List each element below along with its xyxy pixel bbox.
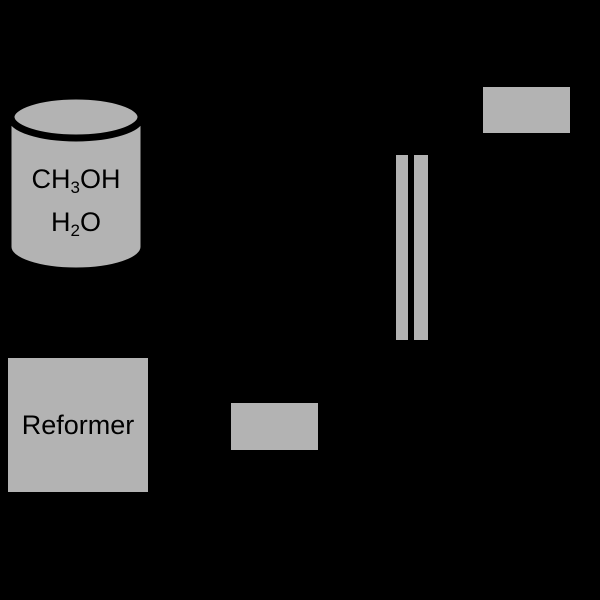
fuel-cell-plate-left	[396, 155, 408, 340]
box-top-right	[483, 87, 570, 133]
tank-label: CH3OH H2O	[4, 162, 148, 248]
formula-water: H2O	[4, 205, 148, 248]
formula-water-post: O	[79, 207, 101, 237]
tank-body-shape	[8, 115, 144, 271]
box-bottom-center	[231, 403, 318, 450]
reformer-box: Reformer	[8, 358, 148, 492]
formula-methanol-sub: 3	[70, 178, 80, 197]
fuel-cell-plate-right	[414, 155, 428, 340]
formula-methanol-pre: CH	[31, 164, 71, 194]
reformer-label: Reformer	[21, 409, 135, 440]
methanol-water-tank	[7, 92, 145, 271]
formula-water-pre: H	[51, 207, 71, 237]
formula-methanol-post: OH	[79, 164, 121, 194]
formula-methanol: CH3OH	[4, 162, 148, 205]
tank-top-ellipse	[7, 92, 145, 142]
formula-water-sub: 2	[70, 221, 80, 240]
